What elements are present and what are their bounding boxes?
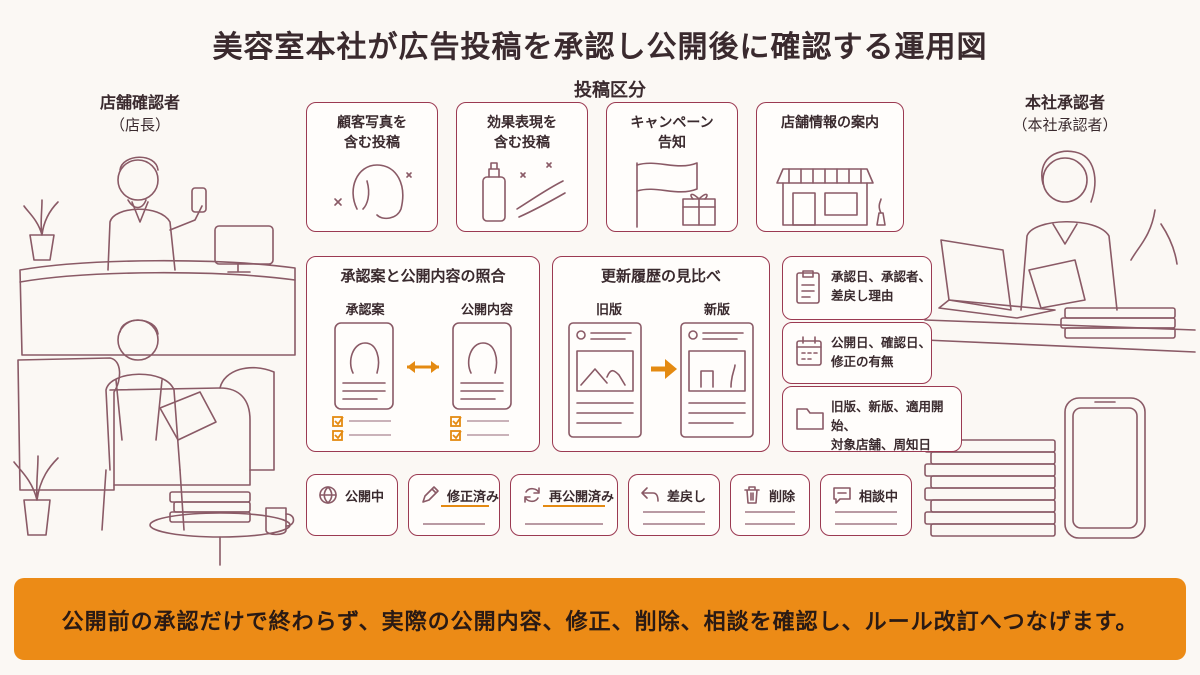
flag-and-gift-icon <box>636 162 716 228</box>
category-effect-expression-line1: 効果表現を <box>487 115 557 131</box>
category-effect-expression-label: 効果表現を 含む投稿 <box>457 113 587 153</box>
category-store-info-line1: 店舗情報の案内 <box>781 115 879 131</box>
category-customer-photo-label: 顧客写真を 含む投稿 <box>307 113 437 153</box>
category-customer-photo-line1: 顧客写真を <box>337 115 407 131</box>
status-consulting-line2 <box>835 523 897 525</box>
status-consulting-label: 相談中 <box>859 490 899 505</box>
status-consulting: 相談中 <box>820 474 912 536</box>
status-republished-label: 再公開済み <box>549 490 615 505</box>
status-republished-line <box>525 523 603 525</box>
calendar-icon <box>796 336 822 366</box>
woman-portrait-icon <box>334 164 412 220</box>
checklist-icon <box>332 416 462 441</box>
refresh-icon <box>524 487 540 503</box>
published-content-label: 公開内容 <box>460 303 513 318</box>
record-publication-line2: 修正の有無 <box>831 354 894 369</box>
page-title: 美容室本社が広告投稿を承認し公開後に確認する運用図 <box>212 30 988 65</box>
status-deleted-label: 削除 <box>769 490 796 505</box>
record-publication: 公開日、確認日、 修正の有無 <box>782 322 932 384</box>
cosmetic-bottle-icon <box>482 162 566 222</box>
status-republished-underline <box>543 505 605 507</box>
status-returned: 差戻し <box>628 474 720 536</box>
category-campaign-line2: 告知 <box>658 135 686 151</box>
trash-icon <box>744 486 760 504</box>
status-republished: 再公開済み <box>510 474 618 536</box>
record-publication-text: 公開日、確認日、 修正の有無 <box>831 333 931 371</box>
status-published-label: 公開中 <box>345 490 385 505</box>
status-consulting-line1 <box>835 511 897 513</box>
record-publication-line1: 公開日、確認日、 <box>831 335 932 350</box>
status-returned-line1 <box>643 511 705 513</box>
category-effect-expression-line2: 含む投稿 <box>494 135 550 151</box>
right-role-label: 本社承認者 （本社承認者） <box>990 92 1140 136</box>
left-role-label: 店舗確認者 （店長） <box>70 92 210 136</box>
approval-draft-label: 承認案 <box>345 303 385 318</box>
status-corrected-line <box>423 523 485 525</box>
left-role-sub: （店長） <box>109 116 170 134</box>
status-deleted-line2 <box>745 523 795 525</box>
status-corrected-underline <box>441 505 489 507</box>
status-returned-line2 <box>643 523 705 525</box>
history-panel: 更新履歴の見比べ 旧版 新版 <box>552 256 770 452</box>
store-staff-illustration <box>13 156 296 566</box>
history-illustration <box>568 322 754 438</box>
pencil-icon <box>422 486 439 503</box>
record-version: 旧版、新版、適用開始、 対象店舗、周知日 <box>782 386 962 452</box>
category-campaign-line1: キャンペーン <box>630 115 714 131</box>
record-version-text: 旧版、新版、適用開始、 対象店舗、周知日 <box>831 397 961 454</box>
return-arrow-icon <box>641 487 659 502</box>
record-approval-text: 承認日、承認者、 差戻し理由 <box>831 267 931 305</box>
category-effect-expression: 効果表現を 含む投稿 <box>456 102 588 232</box>
record-version-line2: 対象店舗、周知日 <box>831 437 932 452</box>
right-role-name: 本社承認者 <box>1024 93 1105 112</box>
category-campaign-label: キャンペーン 告知 <box>607 113 737 153</box>
double-arrow-icon <box>407 361 439 373</box>
category-store-info-label: 店舗情報の案内 <box>757 113 903 133</box>
status-deleted: 削除 <box>730 474 810 536</box>
status-published: 公開中 <box>306 474 398 536</box>
record-approval-line1: 承認日、承認者、 <box>831 269 932 284</box>
category-store-info: 店舗情報の案内 <box>756 102 904 232</box>
hq-approver-illustration <box>924 150 1196 539</box>
category-campaign: キャンペーン 告知 <box>606 102 738 232</box>
storefront-icon <box>776 168 886 226</box>
status-returned-label: 差戻し <box>667 490 707 505</box>
summary-banner: 公開前の承認だけで終わらず、実際の公開内容、修正、削除、相談を確認し、ルール改訂… <box>14 578 1186 660</box>
chat-bubble-icon <box>833 487 851 504</box>
category-customer-photo-line2: 含む投稿 <box>344 135 400 151</box>
comparison-title: 承認案と公開内容の照合 <box>340 267 506 285</box>
left-role-name: 店舗確認者 <box>99 93 180 112</box>
category-customer-photo: 顧客写真を 含む投稿 <box>306 102 438 232</box>
clipboard-icon <box>796 270 820 304</box>
category-heading: 投稿区分 <box>574 80 646 101</box>
status-corrected-label: 修正済み <box>447 490 500 505</box>
globe-icon <box>319 486 337 504</box>
history-title: 更新履歴の見比べ <box>600 267 721 285</box>
comparison-illustration <box>332 322 512 441</box>
new-version-label: 新版 <box>703 303 730 318</box>
status-deleted-line1 <box>745 511 795 513</box>
old-version-label: 旧版 <box>595 303 622 318</box>
folder-icon <box>796 408 824 430</box>
right-role-sub: （本社承認者） <box>1012 116 1118 134</box>
record-approval: 承認日、承認者、 差戻し理由 <box>782 256 932 320</box>
summary-banner-text: 公開前の承認だけで終わらず、実際の公開内容、修正、削除、相談を確認し、ルール改訂… <box>61 610 1139 635</box>
status-corrected: 修正済み <box>408 474 500 536</box>
right-arrow-icon <box>651 359 677 379</box>
record-approval-line2: 差戻し理由 <box>831 288 894 303</box>
comparison-panel: 承認案と公開内容の照合 承認案 公開内容 <box>306 256 540 452</box>
record-version-line1: 旧版、新版、適用開始、 <box>831 399 944 433</box>
